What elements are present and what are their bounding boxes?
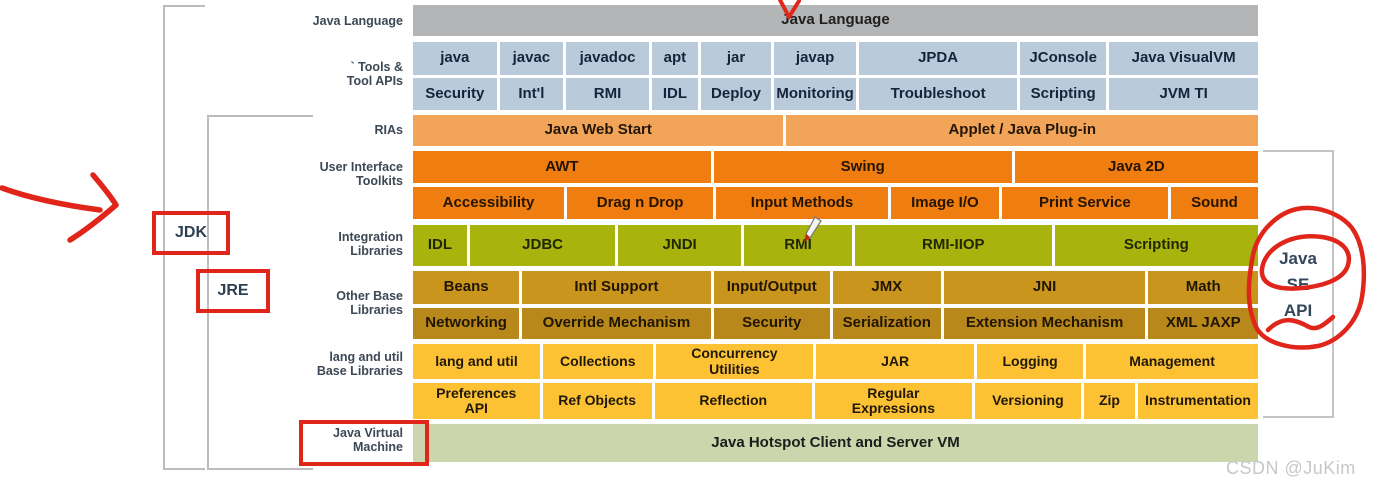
cell-jdbc: JDBC [469,225,616,266]
cell-override-mechanism: Override Mechanism [522,308,711,339]
red-arrow-left-icon [0,172,119,243]
cell-jmx: JMX [832,271,941,304]
cell-management: Management [1086,344,1258,379]
jre-label: JRE [217,282,249,299]
cell-logging: Logging [976,344,1084,379]
cell-awt: AWT [413,151,711,183]
cell-java: java [413,42,497,75]
cell-troubleshoot: Troubleshoot [859,78,1018,110]
cell-javadoc: javadoc [566,42,649,75]
row-jvm: Java Hotspot Client and Server VM [413,424,1258,462]
cell-scripting: Scripting [1020,78,1107,110]
cell-idl: IDL [413,225,467,266]
cell-rmi: RMI [744,225,852,266]
cell-jvm-ti: JVM TI [1109,78,1259,110]
cell-print-service: Print Service [1001,187,1168,219]
cell-jar: JAR [816,344,974,379]
cell-regular-expressions: Regular Expressions [814,383,972,419]
row-java-language: Java Language [413,5,1258,36]
cell-jconsole: JConsole [1020,42,1107,75]
cell-zip: Zip [1083,383,1136,419]
cell-concurrency-utilities: Concurrency Utilities [655,344,814,379]
side-label-java-language: Java Language [312,14,403,28]
cell-beans: Beans [413,271,520,304]
cell-deploy: Deploy [700,78,772,110]
cell-java-hotspot-client-and-server-vm: Java Hotspot Client and Server VM [413,424,1258,462]
watermark: CSDN @JuKim [1226,458,1356,478]
cell-jni: JNI [943,271,1146,304]
cell-int-l: Int'l [499,78,564,110]
cell-preferences-api: Preferences API [413,383,540,419]
side-label-rias: RIAs [374,123,403,137]
side-label-integration: Integration Libraries [338,230,403,258]
cell-java-language: Java Language [413,5,1258,36]
cell-security: Security [413,78,497,110]
cell-drag-n-drop: Drag n Drop [567,187,714,219]
cell-versioning: Versioning [974,383,1081,419]
side-label-tools: ` Tools & Tool APIs [346,60,403,88]
cell-lang-and-util: lang and util [413,344,540,379]
side-label-other-base: Other Base Libraries [336,289,403,317]
cell-sound: Sound [1170,187,1259,219]
cell-accessibility: Accessibility [413,187,565,219]
cell-collections: Collections [542,344,653,379]
cell-extension-mechanism: Extension Mechanism [943,308,1146,339]
side-label-ui-toolkits: User Interface Toolkits [319,160,403,188]
jre-annotation-box: JRE [196,269,270,313]
cell-intl-support: Intl Support [522,271,711,304]
cell-applet-java-plug-in: Applet / Java Plug-in [786,115,1258,146]
cell-networking: Networking [413,308,520,339]
cell-java-web-start: Java Web Start [413,115,784,146]
cell-math: Math [1148,271,1258,304]
cell-javap: javap [774,42,857,75]
cell-java-visualvm: Java VisualVM [1109,42,1259,75]
cell-java-2d: Java 2D [1014,151,1258,183]
cell-reflection: Reflection [654,383,812,419]
jdk-annotation-box: JDK [152,211,230,255]
cell-swing: Swing [713,151,1012,183]
cell-scripting: Scripting [1054,225,1258,266]
cell-xml-jaxp: XML JAXP [1148,308,1258,339]
side-label-jvm: Java Virtual Machine [333,426,403,454]
cell-input-output: Input/Output [713,271,830,304]
cell-apt: apt [651,42,698,75]
cell-rmi: RMI [566,78,649,110]
cell-ref-objects: Ref Objects [542,383,652,419]
cell-image-i-o: Image I/O [890,187,999,219]
cell-jar: jar [700,42,772,75]
cell-security: Security [713,308,830,339]
cell-idl: IDL [651,78,698,110]
cell-jndi: JNDI [618,225,742,266]
cell-javac: javac [499,42,564,75]
java-se-api-label: Java SE API [1279,249,1317,320]
cell-rmi-iiop: RMI-IIOP [854,225,1052,266]
cell-serialization: Serialization [832,308,941,339]
cell-input-methods: Input Methods [716,187,888,219]
cell-instrumentation: Instrumentation [1138,383,1258,419]
jdk-label: JDK [174,224,207,241]
side-label-lang-util: lang and util Base Libraries [316,350,403,378]
cell-jpda: JPDA [859,42,1018,75]
jvm-annotation-box [299,420,429,466]
cell-monitoring: Monitoring [774,78,857,110]
